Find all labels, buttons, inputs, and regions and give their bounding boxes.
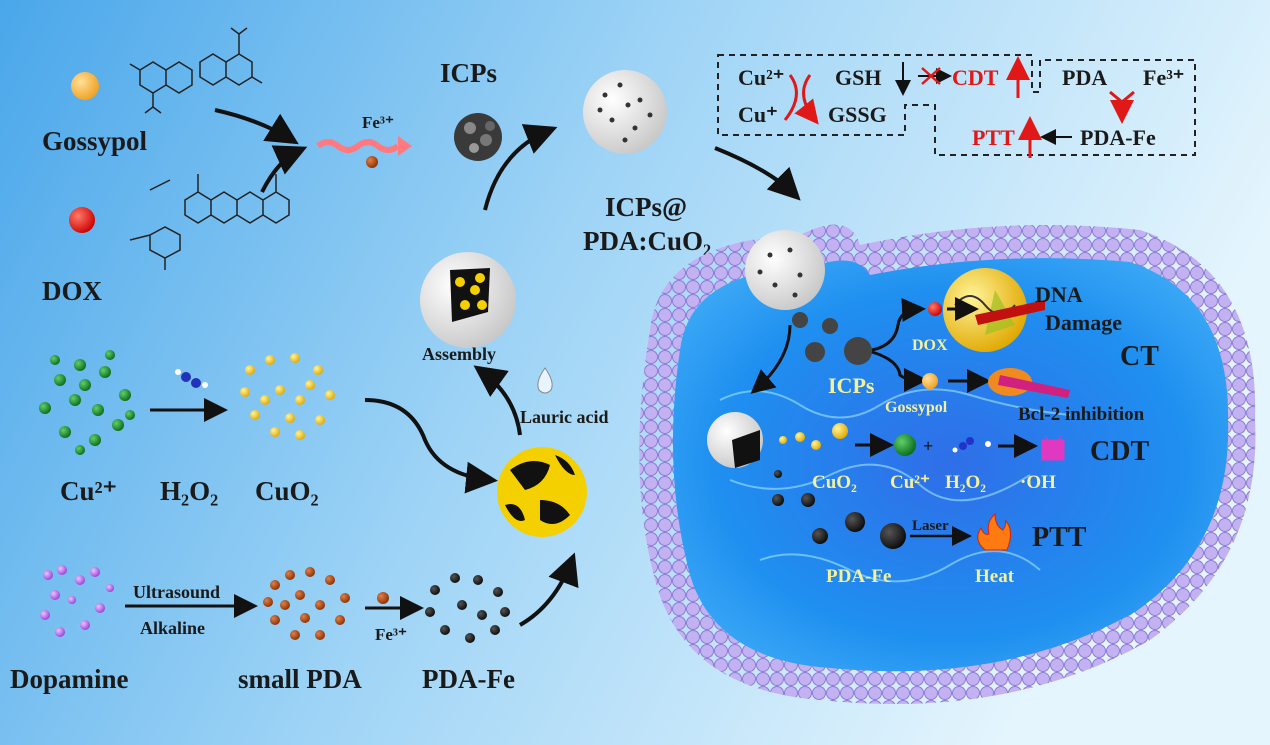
- cell-icps-label: ICPs: [828, 373, 875, 398]
- lauric-arrow: [473, 365, 522, 436]
- mech-gssg: GSSG: [828, 102, 887, 127]
- icps-particle-icon: [454, 113, 502, 161]
- damage-label: Damage: [1045, 310, 1122, 335]
- mechanism-box: Cu²⁺ Cu⁺ GSH GSSG CDT PDA Fe³⁺ PTT PDA-F…: [717, 54, 1196, 158]
- cell-cdt-label: CDT: [1090, 436, 1149, 467]
- redox-cross-arrows: [783, 74, 815, 120]
- mech-ptt: PTT: [972, 125, 1015, 150]
- mech-gsh: GSH: [835, 65, 881, 90]
- h2o2-molecule-icon: [175, 369, 208, 388]
- dox-release-arrow: [871, 297, 926, 352]
- fe-ball-icon: [366, 156, 378, 168]
- mech-pda-fe: PDA-Fe: [1080, 125, 1156, 150]
- cell-cu2-label: Cu²⁺: [890, 472, 930, 493]
- cuo2-to-core-arrow: [364, 398, 498, 494]
- icps-pda-label-line1: ICPs@: [605, 192, 687, 222]
- cu2-cluster-icon: [39, 350, 135, 455]
- bcl2-label: Bcl-2 inhibition: [1018, 404, 1145, 425]
- pda-fe-merge-arrow: [1110, 90, 1134, 118]
- to-cell-arrow: [714, 146, 801, 201]
- cuo2-cluster-icon: [240, 353, 335, 440]
- laser-label: Laser: [912, 518, 949, 534]
- gossypol-arrow: [214, 108, 299, 145]
- gossypol-release-arrow: [871, 350, 928, 392]
- pda-fe-label: PDA-Fe: [422, 664, 515, 694]
- pda-cuo2-core-sphere-icon: [497, 447, 587, 537]
- cell-h2o2-label: H₂O₂: [945, 472, 986, 493]
- cell-icps-particles-icon: [792, 312, 872, 365]
- wavy-arrow-head: [398, 136, 412, 156]
- cell-cu2-ball-icon: [894, 434, 916, 456]
- dopamine-cluster-icon: [40, 565, 114, 637]
- mechanism-dashed-outline: [717, 54, 1196, 156]
- alkaline-label: Alkaline: [140, 618, 205, 638]
- cell-oh-label: ·OH: [1020, 472, 1056, 493]
- cell-pda-fe-label: PDA-Fe: [826, 566, 891, 587]
- mech-cdt: CDT: [952, 65, 999, 90]
- gossypol-ball-icon: [71, 72, 99, 100]
- endocytosis-arrow: [750, 324, 792, 394]
- block-cross-icon: [921, 67, 941, 85]
- ct-label: CT: [1120, 341, 1159, 372]
- heat-label: Heat: [975, 566, 1015, 587]
- mech-pda: PDA: [1062, 65, 1107, 90]
- cell-cuo2-label: CuO₂: [812, 472, 857, 493]
- cell-gossypol-ball-icon: [922, 373, 938, 389]
- dox-arrow: [260, 145, 308, 193]
- cuo2-label: CuO₂: [255, 476, 319, 506]
- cell-dox-ball-icon: [928, 302, 942, 316]
- fe3-wavy-arrow: [316, 139, 400, 153]
- small-pda-cluster-icon: [263, 567, 350, 640]
- gossypol-structure-icon: [129, 27, 263, 114]
- assembly-label: Assembly: [422, 344, 496, 364]
- cuo2-release-balls-icon: [779, 423, 848, 450]
- pda-fe-to-core-arrow: [519, 552, 579, 627]
- small-pda-label: small PDA: [238, 664, 362, 694]
- cell-h2o2-icon: [952, 437, 991, 453]
- dox-structure-icon: [129, 174, 290, 270]
- plus-sign: +: [923, 436, 933, 456]
- assembly-to-icps-arrow: [483, 124, 558, 211]
- cell-gossypol-label: Gossypol: [885, 399, 948, 416]
- fe-ball-icon-bottom: [377, 592, 389, 604]
- ellipse-icps-sphere-icon: [745, 230, 825, 310]
- assembly-sphere-icon: [420, 252, 516, 348]
- cell-cuo2-sphere-icon: [707, 412, 763, 468]
- lauric-acid-label: Lauric acid: [520, 407, 609, 427]
- h2o2-label: H₂O₂: [160, 476, 218, 506]
- knife-mito-icon: [998, 375, 1070, 398]
- flame-heat-icon: [977, 512, 1011, 551]
- mech-cu1: Cu⁺: [738, 102, 778, 127]
- knife-dna-icon: [975, 300, 1045, 325]
- pda-fe-cluster-icon: [425, 573, 510, 643]
- dopamine-label: Dopamine: [10, 664, 129, 694]
- icps-pda-cuo2-sphere-icon: [583, 70, 667, 154]
- mech-cu2: Cu²⁺: [738, 65, 784, 90]
- fe3-label-bottom: Fe³⁺: [375, 625, 407, 644]
- ultrasound-label: Ultrasound: [133, 582, 220, 602]
- icps-label: ICPs: [440, 58, 497, 88]
- dox-label: DOX: [42, 276, 103, 306]
- icps-pda-label-line2: PDA:CuO₂: [583, 226, 711, 256]
- dna-label: DNA: [1035, 282, 1083, 307]
- water-caustics: [719, 388, 1071, 583]
- dox-ball-icon: [69, 207, 95, 233]
- cell-ptt-label: PTT: [1032, 522, 1087, 553]
- cell-pda-fe-balls-icon: [772, 470, 906, 549]
- gossypol-label: Gossypol: [42, 126, 148, 156]
- hydroxyl-radical-devil-icon: [1041, 435, 1065, 461]
- mech-fe3: Fe³⁺: [1143, 65, 1184, 90]
- lauric-acid-drop-icon: [537, 367, 553, 394]
- fe3-label-top: Fe³⁺: [362, 113, 394, 132]
- cell-dox-label: DOX: [912, 337, 948, 354]
- cu2-label: Cu²⁺: [60, 476, 117, 506]
